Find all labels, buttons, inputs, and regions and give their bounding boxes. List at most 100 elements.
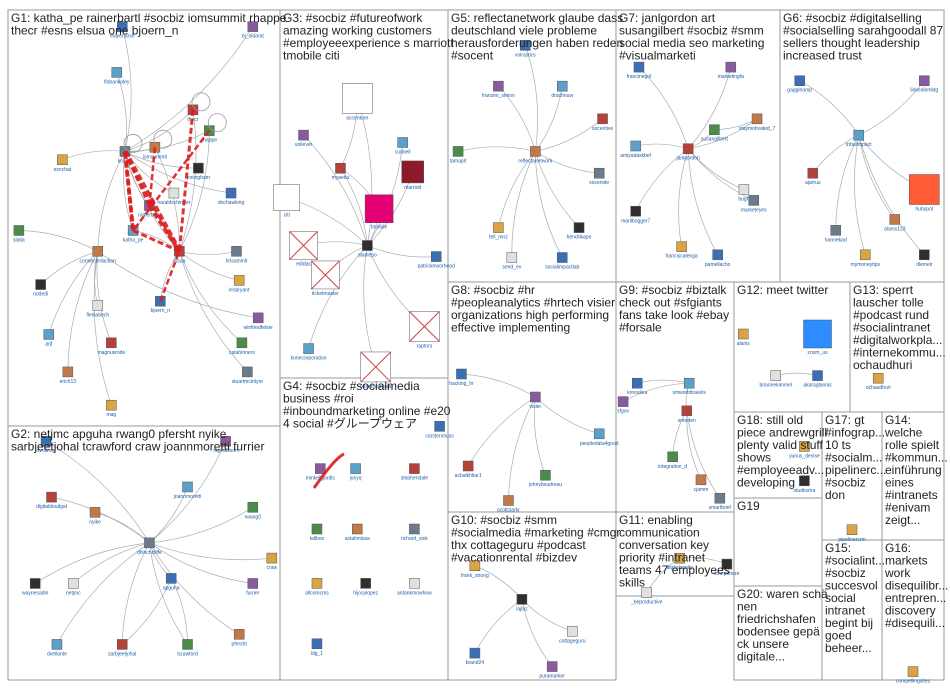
node-cottageguru[interactable]: cottageguru	[559, 626, 586, 644]
node-visier[interactable]: visier	[530, 391, 542, 410]
node-integration-d[interactable]: integration_d	[658, 451, 687, 470]
node-flelnabech[interactable]: flelnabech	[86, 300, 109, 318]
node-franzen-simon[interactable]: franzen_simon	[482, 80, 515, 99]
node-send-ev[interactable]: send_ev	[502, 252, 522, 271]
node-netjmc[interactable]: netjmc	[66, 578, 81, 596]
node-konecorporation[interactable]: konecorporation	[291, 343, 327, 362]
node-hannekad[interactable]: hannekad	[825, 225, 847, 243]
node-stephendale[interactable]: stephendale	[401, 463, 428, 482]
node-acbalkhtiar1[interactable]: acbalkhtiar1	[455, 460, 482, 479]
node-studioxtra[interactable]: studioxtra	[794, 475, 816, 494]
node-dlemeir[interactable]: dlemeir	[916, 249, 933, 268]
node-lesbryant[interactable]: lesbryant	[229, 275, 250, 293]
node-yunus-denise[interactable]: yunus_denise	[789, 441, 820, 459]
node-esnchat[interactable]: esnchat	[54, 154, 72, 173]
node-hendrikapo[interactable]: hendrikapo	[567, 222, 592, 241]
node-nigevillison[interactable]: nigevillison	[213, 435, 238, 454]
node-apguha[interactable]: apguha	[163, 573, 180, 591]
node-akaraglannis[interactable]: akaraglannis	[803, 370, 832, 389]
node-frank-strong[interactable]: frank_strong	[461, 560, 489, 579]
node-digitalsanity[interactable]: digitalsanity	[667, 552, 694, 571]
node-franciscalenga[interactable]: franciscalenga	[665, 241, 698, 260]
node-francinegol[interactable]: francinegol	[627, 61, 651, 80]
node-ldg-1[interactable]: ldg_1	[311, 638, 323, 657]
node-smartbrief[interactable]: smartbrief	[709, 492, 732, 511]
node-cjamm[interactable]: cjamm	[694, 474, 709, 493]
node-slaita[interactable]: slaita	[13, 225, 25, 243]
node-reflectanetwork[interactable]: reflectanetwork	[518, 146, 553, 164]
node-patrickmoorhead[interactable]: patrickmoorhead	[418, 251, 455, 270]
node-stuartmcintyre[interactable]: stuartmcintyre	[232, 366, 264, 385]
node-marketeyes[interactable]: marketeyes	[741, 195, 767, 213]
node-tcrawford[interactable]: tcrawford	[177, 639, 198, 657]
node-carstenmuss[interactable]: carstenmuss	[425, 421, 454, 439]
node-allcomcms[interactable]: allcomcms	[305, 578, 329, 596]
node-richard-sink[interactable]: richard_sink	[401, 523, 428, 542]
node-cudnell[interactable]: cudnell	[395, 137, 411, 155]
node-magnusrode[interactable]: magnusrode	[97, 337, 125, 356]
node-hrlsummit[interactable]: hrlsummit	[226, 246, 248, 264]
node-ajarruu[interactable]: ajarruu	[805, 167, 821, 186]
node-hitachivantara[interactable]: hitachivantara	[360, 351, 392, 390]
node-sfgov[interactable]: sfgov	[617, 396, 630, 415]
node-citi[interactable]: citi	[273, 184, 300, 219]
node-amiyadaskbef[interactable]: amiyadaskbef	[620, 140, 652, 159]
node-gaggleamp[interactable]: gaggleamp	[787, 75, 812, 94]
node-pipelinercrm[interactable]: pipelinercrm	[838, 524, 866, 543]
node-arjf[interactable]: arjf	[43, 329, 55, 347]
node-volrastics[interactable]: volrastics	[515, 40, 536, 58]
node-edidas[interactable]: edidas	[289, 231, 318, 268]
node-zoom-us[interactable]: zoom_us	[803, 319, 832, 356]
node-winfriedfelser[interactable]: winfriedfelser	[244, 312, 274, 331]
node-socentive[interactable]: socentive	[592, 113, 613, 132]
node-pfersht[interactable]: pfersht	[232, 629, 248, 647]
node-craw[interactable]: craw	[267, 552, 278, 571]
node-tchoptimize[interactable]: tchoptimize	[714, 558, 740, 577]
node-alanis[interactable]: alanis	[737, 328, 751, 347]
node-mayenarse[interactable]: mayenarse	[110, 21, 135, 40]
node-hacking-hr[interactable]: hacking_hr	[449, 368, 474, 387]
node--beproductive[interactable]: _beproductive	[630, 587, 663, 606]
node-susangilbert[interactable]: susangilbert	[701, 124, 729, 143]
node-briannekimmel[interactable]: briannekimmel	[760, 370, 793, 389]
node-pamellacho[interactable]: pamellacho	[705, 249, 731, 268]
node-tribalimpact[interactable]: tribalimpact	[846, 129, 872, 148]
node-socialimpactlab[interactable]: socialimpactlab	[545, 252, 580, 271]
node-compellingsites[interactable]: compellingsites	[896, 666, 931, 685]
node-xocenide[interactable]: xocenide	[589, 167, 609, 186]
node-dvellante[interactable]: dvellante	[47, 639, 67, 657]
node-tamaprl[interactable]: tamaprl	[450, 146, 467, 164]
node-joningham[interactable]: joningham	[186, 162, 210, 181]
node-digitaldoudgal[interactable]: digitaldoudgal	[36, 491, 67, 510]
node-dochawking[interactable]: dochawking	[218, 187, 245, 206]
node-dhinchcliffe[interactable]: dhinchcliffe	[137, 537, 162, 556]
node-hijosylopez[interactable]: hijosylopez	[353, 578, 379, 596]
node-flobankoley[interactable]: flobankoley	[104, 67, 130, 85]
node-tallboo[interactable]: tallboo	[310, 523, 325, 542]
node-nyike[interactable]: nyike	[89, 507, 101, 525]
node-joannmoretti[interactable]: joannmoretti	[173, 481, 202, 500]
node-mymoneytips[interactable]: mymoneytips	[851, 249, 881, 268]
node-tell-mnz[interactable]: tell_mnz	[489, 222, 508, 241]
node-raptors[interactable]: raptors	[409, 311, 440, 349]
node-nodedi[interactable]: nodedi	[33, 279, 48, 298]
node-janlgordon[interactable]: janlgordon	[675, 143, 700, 162]
node-bugh[interactable]: bugh	[738, 184, 750, 203]
node-smworldtravels[interactable]: smworldtravels	[672, 377, 706, 396]
node-ochaudhuri[interactable]: ochaudhuri	[866, 372, 891, 391]
node-unilever[interactable]: unilever	[295, 129, 313, 148]
node-tmobile[interactable]: tmobile	[364, 194, 394, 231]
node-marketingfa[interactable]: marketingfa	[718, 61, 744, 80]
node-krnosilea[interactable]: krnosilea	[627, 377, 647, 396]
node-staymotivated-7[interactable]: staymotivated_7	[739, 113, 776, 132]
node-linkedinmktg[interactable]: linkedinmktg	[910, 75, 938, 94]
node-lajbiz[interactable]: lajbiz	[516, 594, 528, 612]
node-peopledata4good[interactable]: peopledata4good	[580, 428, 619, 447]
node-ticketmaster[interactable]: ticketmaster	[311, 260, 340, 297]
node-myaedu[interactable]: myaedu	[332, 162, 350, 181]
node-astalimlusa[interactable]: astalimlusa	[345, 523, 370, 542]
node-jonyq[interactable]: jonyq	[349, 463, 362, 482]
node-scottclarkr[interactable]: scottclarkr	[497, 495, 520, 514]
node-antankmowhow[interactable]: antankmowhow	[397, 578, 432, 596]
node-furrier[interactable]: furrier	[246, 578, 260, 596]
